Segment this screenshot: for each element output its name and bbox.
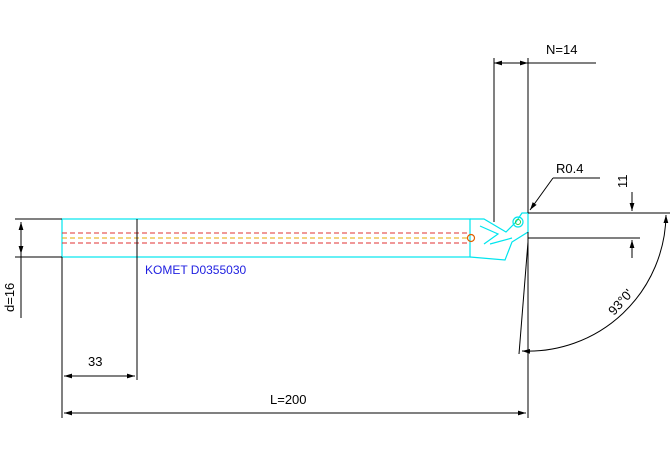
diameter-dimension: d=16 bbox=[2, 218, 62, 318]
overhang-dimension: N=14 bbox=[493, 42, 596, 222]
head-outline bbox=[469, 212, 529, 261]
clamp-length-label: 33 bbox=[88, 354, 102, 369]
coolant-outlet bbox=[466, 233, 476, 243]
diameter-label: d=16 bbox=[2, 283, 17, 312]
clamp-length-dimension: 33 bbox=[61, 257, 135, 418]
angle-label: 93°0' bbox=[605, 286, 636, 318]
insert-edge-line bbox=[518, 241, 529, 355]
total-length-label: L=200 bbox=[270, 392, 307, 407]
overhang-label: N=14 bbox=[546, 42, 577, 57]
radius-leader: R0.4 bbox=[529, 161, 600, 211]
angle-dimension: 93°0' bbox=[518, 214, 669, 355]
chip-groove bbox=[479, 225, 500, 245]
radius-label: R0.4 bbox=[556, 161, 583, 176]
tool-head bbox=[469, 212, 529, 261]
tool-designation: KOMET D0355030 bbox=[145, 263, 246, 277]
height-label: 11 bbox=[615, 175, 630, 189]
total-length-dimension: L=200 bbox=[64, 232, 529, 418]
height-dimension: 11 bbox=[528, 175, 670, 258]
insert-screw-center bbox=[515, 219, 521, 225]
angle-arc bbox=[521, 214, 669, 354]
head-edge bbox=[489, 237, 513, 245]
